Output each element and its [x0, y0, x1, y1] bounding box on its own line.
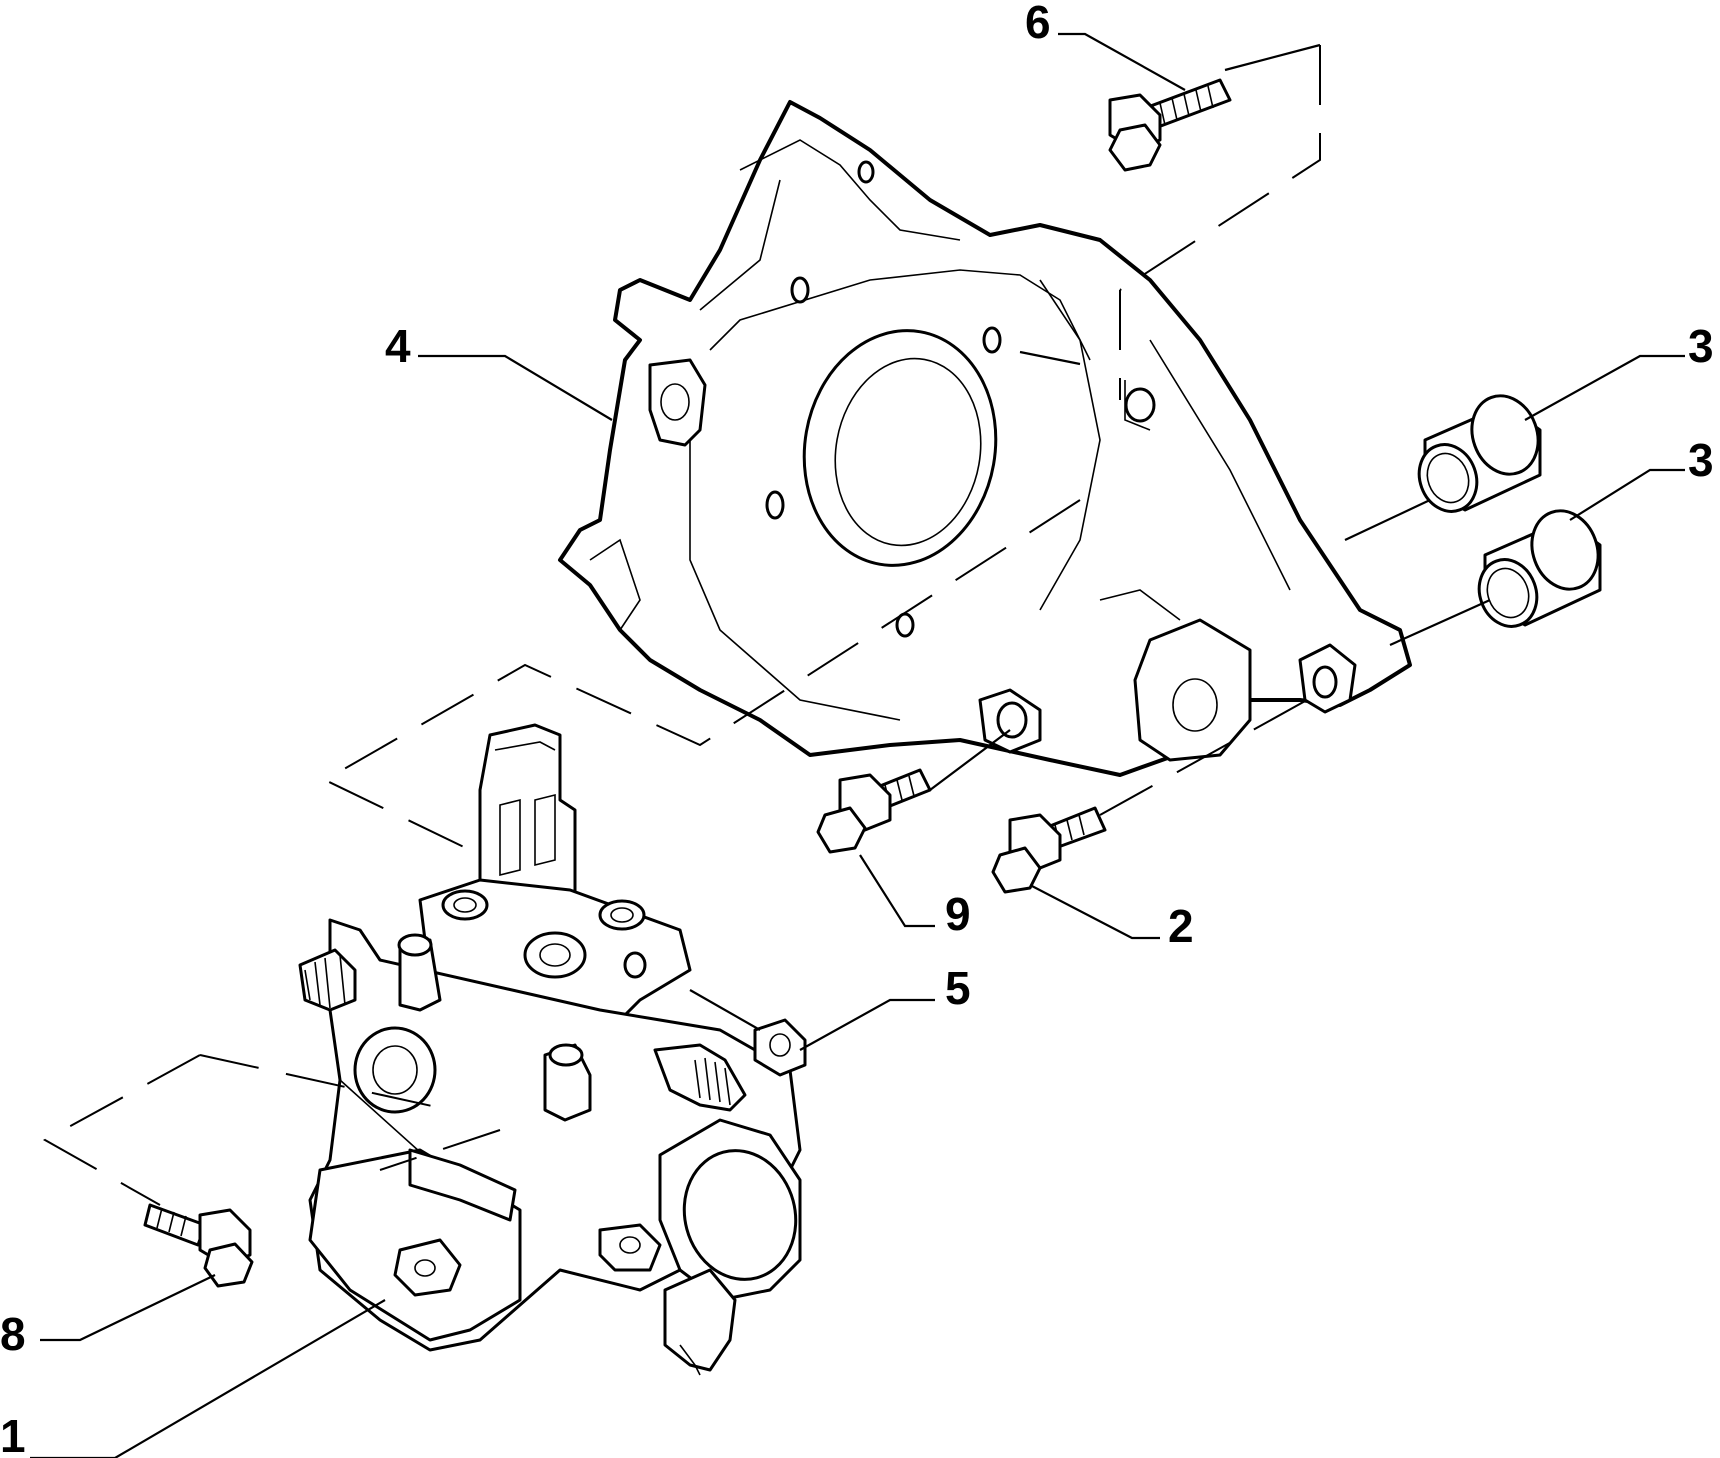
- part-8-bolt: [143, 1203, 254, 1288]
- callout-6: 6: [1025, 0, 1051, 48]
- callout-1: 1: [0, 1410, 26, 1458]
- part-3-bushing-lower: [1477, 509, 1602, 628]
- part-3-bushing-upper: [1417, 394, 1542, 513]
- leader-3a: [1524, 354, 1685, 421]
- callout-9: 9: [945, 888, 971, 940]
- part-9-bolt: [816, 768, 932, 854]
- callout-3-upper: 3: [1688, 320, 1714, 372]
- leader-1: [30, 1299, 386, 1458]
- part-2-bolt: [991, 806, 1107, 894]
- part-1-pump: [298, 723, 802, 1376]
- leader-9: [859, 854, 935, 928]
- leader-8: [40, 1274, 216, 1342]
- callout-2: 2: [1168, 900, 1194, 952]
- leader-4: [418, 354, 613, 421]
- callout-4: 4: [385, 320, 411, 372]
- callout-5: 5: [945, 962, 971, 1014]
- assembly-guide-lines: [42, 43, 1491, 1206]
- part-4-cover: [558, 100, 1412, 777]
- leader-6: [1058, 32, 1186, 91]
- leader-2: [1029, 884, 1160, 940]
- callout-8: 8: [0, 1308, 26, 1360]
- part-6-bolt: [1108, 78, 1232, 172]
- leader-3b: [1569, 468, 1685, 521]
- callout-3-lower: 3: [1688, 434, 1714, 486]
- part-5-nut: [753, 1018, 807, 1077]
- leader-lines: [30, 32, 1685, 1458]
- leader-5: [799, 998, 935, 1051]
